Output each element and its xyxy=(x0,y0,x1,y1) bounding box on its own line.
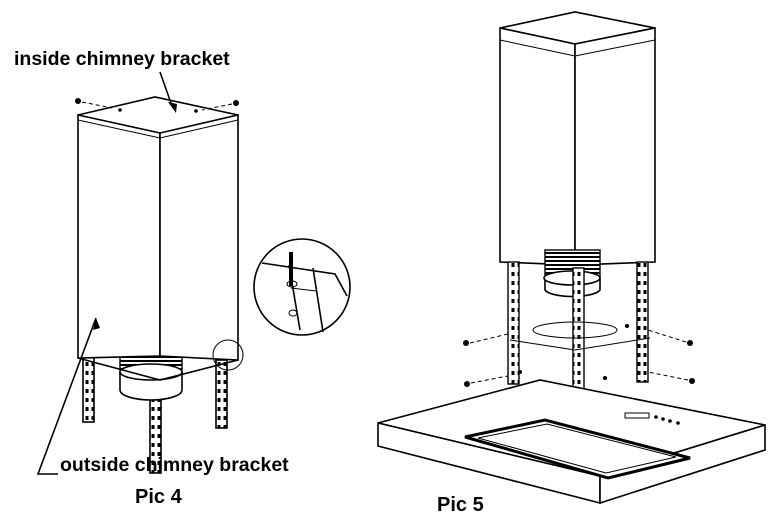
pic5-canopy xyxy=(377,379,766,505)
pic5-caption: Pic 5 xyxy=(437,494,484,516)
detail-inset xyxy=(253,238,351,336)
detail-marker-circle xyxy=(212,339,244,371)
pic5-collar xyxy=(543,249,601,298)
pic5-brackets xyxy=(507,261,651,394)
pic4-caption: Pic 4 xyxy=(135,486,183,508)
pic5-hood-diagram: Pic 5 xyxy=(377,11,766,516)
inside-bracket-label: inside chimney bracket xyxy=(14,48,230,70)
pic4-chimney-body xyxy=(77,96,239,361)
pic5-screws xyxy=(463,324,695,387)
pic4-leader-lines xyxy=(36,71,177,475)
pic5-chimney-block xyxy=(499,11,656,266)
pic4-top-screws xyxy=(75,98,239,113)
pic4-chimney-diagram: inside chimney bracket outside chimney b… xyxy=(14,48,351,508)
outside-bracket-label: outside chimney bracket xyxy=(60,454,289,476)
